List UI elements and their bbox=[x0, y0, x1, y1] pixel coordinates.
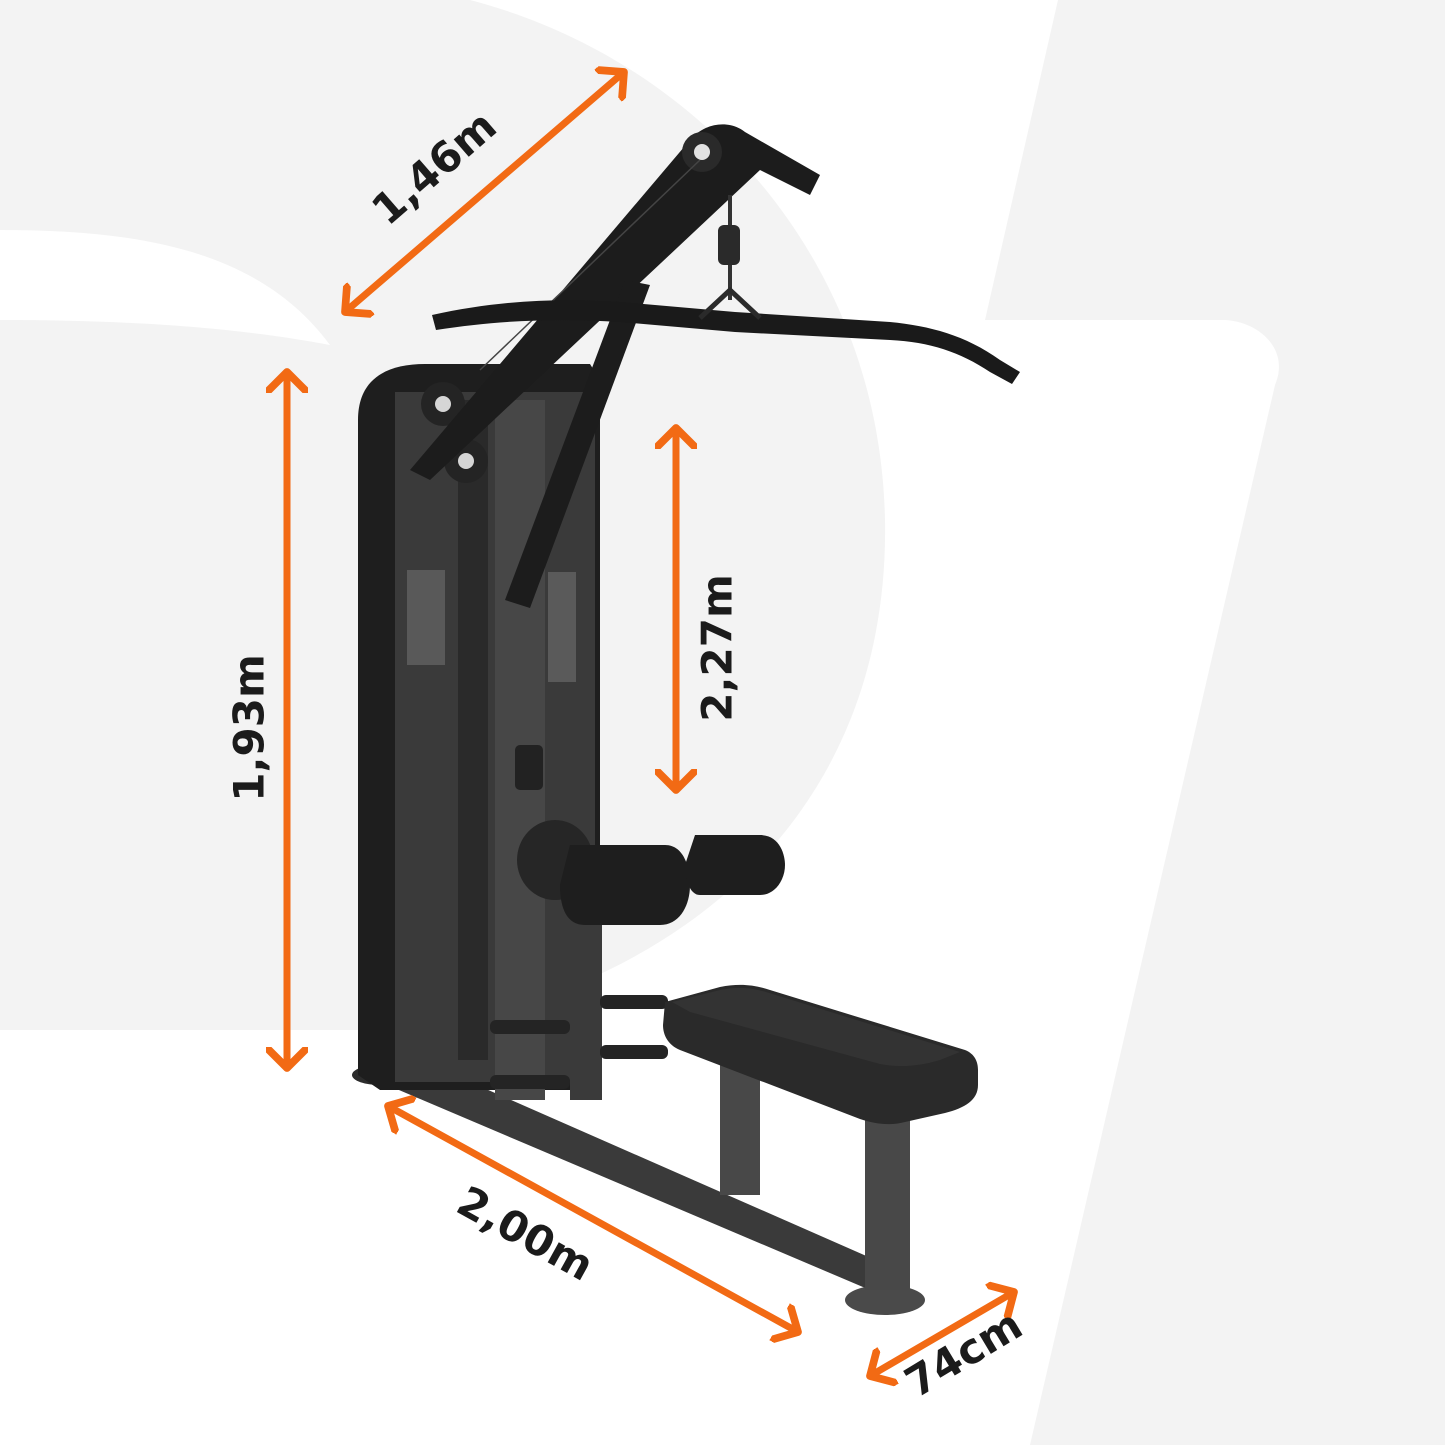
cable-clip bbox=[718, 225, 740, 265]
arrow-top-arm bbox=[345, 72, 624, 312]
boom-pulley-cap bbox=[694, 144, 710, 160]
background-slash-shape bbox=[985, 0, 1445, 1445]
label-base-width: 74cm bbox=[896, 1300, 1030, 1407]
label-base-length: 2,00m bbox=[449, 1176, 602, 1290]
instruction-placard bbox=[407, 570, 445, 665]
weight-stack-guide bbox=[458, 400, 488, 1060]
thigh-pad-right bbox=[685, 835, 785, 895]
arrow-base-length bbox=[388, 1106, 798, 1332]
warning-placard bbox=[548, 572, 576, 682]
dimension-arrows bbox=[287, 72, 1014, 1376]
label-frame-height: 1,93m bbox=[225, 654, 274, 801]
thigh-pad-left bbox=[560, 845, 690, 925]
lat-bar bbox=[432, 300, 1020, 384]
lat-bar-hanger bbox=[698, 286, 762, 320]
seat-post-right bbox=[865, 1120, 910, 1290]
diagonal-support bbox=[505, 280, 650, 608]
pulley-upper-cap bbox=[435, 396, 451, 412]
arrow-base-width bbox=[870, 1292, 1014, 1376]
weight-storage-pegs bbox=[490, 995, 668, 1089]
pulley-lower-cap bbox=[458, 453, 474, 469]
seat-pad-top bbox=[672, 987, 960, 1067]
lower-handle-bracket bbox=[515, 745, 543, 790]
label-pulldown-travel: 2,27m bbox=[693, 574, 742, 721]
seat-post-left bbox=[720, 1065, 760, 1195]
